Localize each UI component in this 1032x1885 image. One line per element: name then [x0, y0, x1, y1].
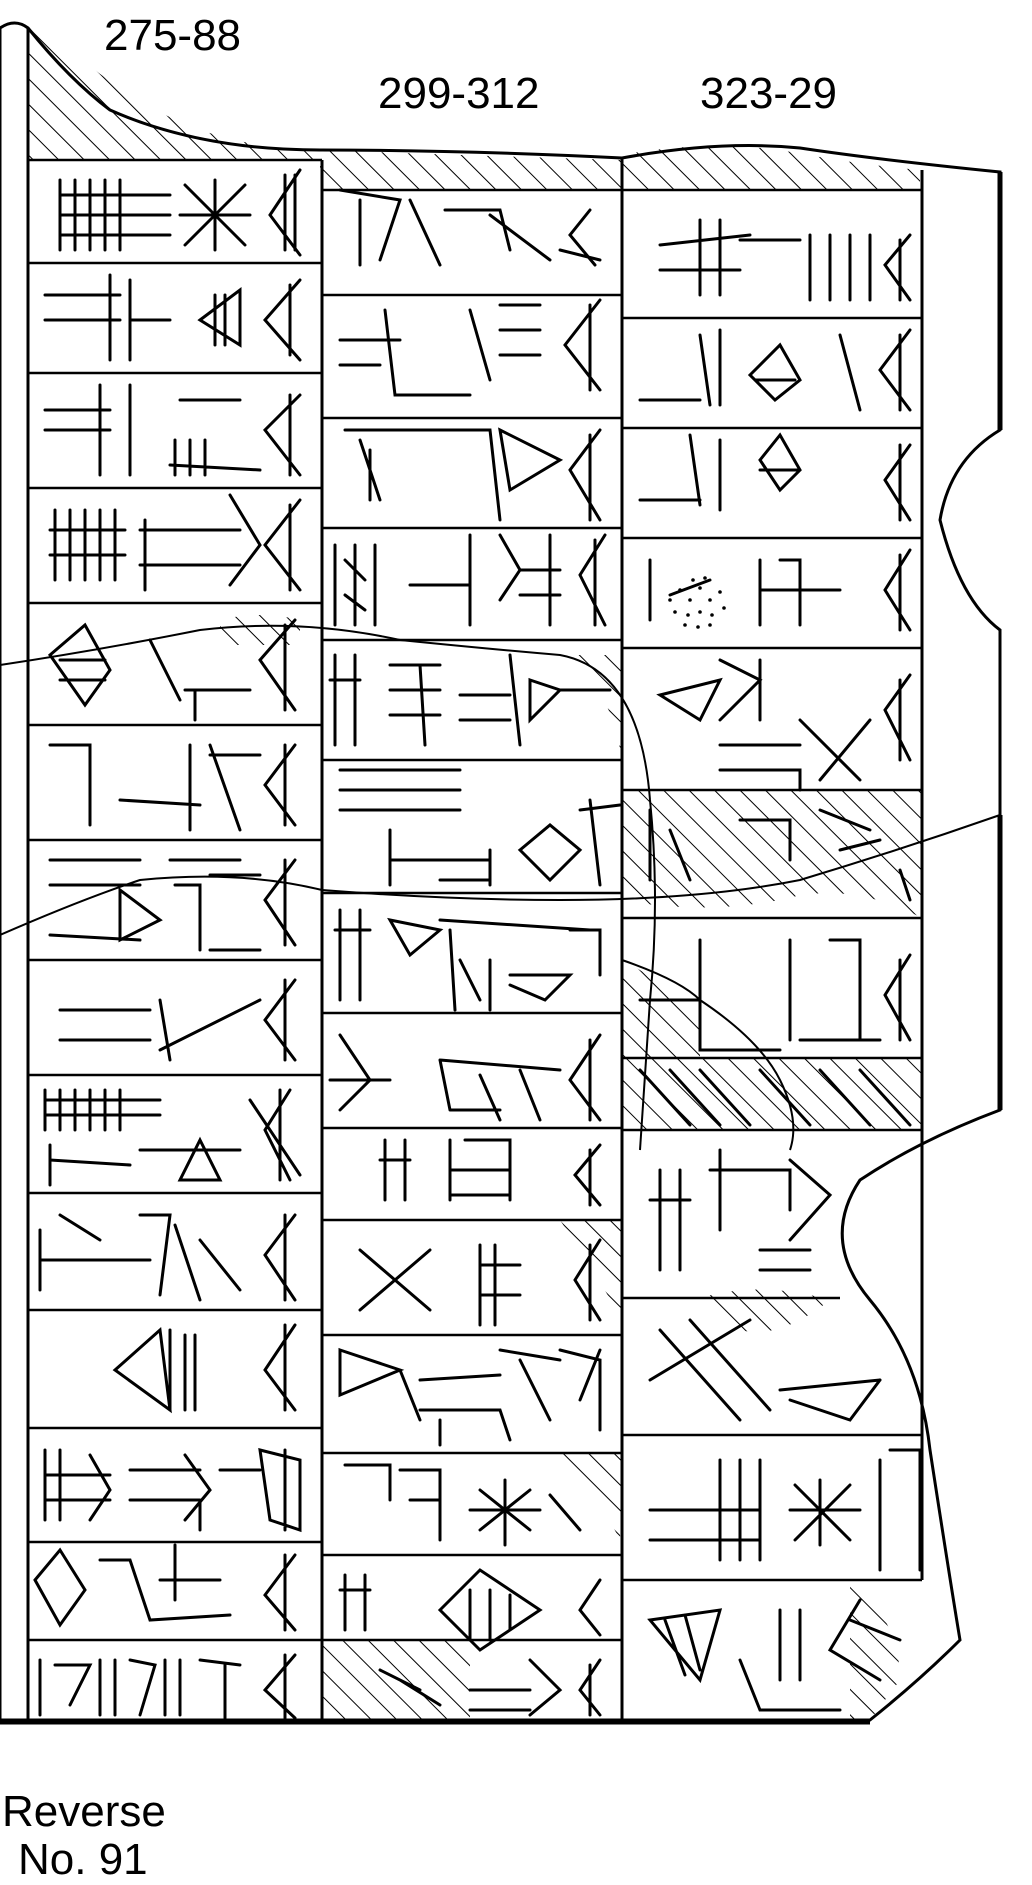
signs-col1-row11 — [112, 1323, 297, 1414]
signs-col3-row11 — [648, 1448, 922, 1572]
signs-col3-row7 — [638, 938, 912, 1052]
cuneiform-tablet-drawing — [0, 21, 1003, 1725]
signs-col1-row4 — [48, 493, 302, 592]
signs-col2-row8 — [328, 1033, 602, 1122]
signs-col2-row11 — [338, 1347, 602, 1447]
signs-col3-row12 — [647, 1598, 902, 1712]
signs-col3-row8 — [638, 1068, 912, 1127]
signs-col1-row2 — [43, 273, 302, 362]
signs-col2-row10 — [358, 1238, 602, 1327]
signs-col2-row5 — [328, 653, 612, 747]
signs-col1-row5 — [47, 618, 297, 722]
signs-col3-row4 — [648, 548, 912, 632]
damaged-zone-col3-c — [622, 960, 700, 1058]
crack-line-upper — [0, 624, 656, 1151]
signs-col1-row3 — [43, 383, 302, 477]
signs-col1-row6 — [48, 743, 297, 832]
signs-col2-row12 — [343, 1463, 582, 1547]
signs-col2-row6 — [338, 768, 622, 887]
signs-col1-row8 — [58, 978, 297, 1062]
signs-col1-row14 — [38, 1653, 297, 1720]
signs-col2-row14 — [378, 1658, 602, 1717]
damaged-zone-col2-d — [560, 1453, 622, 1540]
damaged-zone-col3-bottom — [850, 1580, 900, 1720]
signs-col3-row3 — [638, 432, 912, 522]
signs-col2-row3 — [343, 427, 602, 522]
signs-col1-row9 — [43, 1088, 302, 1187]
signs-col3-row1 — [658, 218, 912, 302]
damaged-area-top — [28, 24, 320, 160]
signs-col3-row2 — [638, 328, 912, 412]
signs-col3-row9 — [648, 1148, 833, 1272]
signs-col2-row4 — [333, 533, 607, 627]
damaged-zone-col2-c — [560, 1220, 622, 1320]
signs-col2-row2 — [338, 298, 602, 397]
signs-col1-row12 — [43, 1448, 302, 1533]
column-1-row-lines — [28, 158, 322, 1642]
caption-number: No. 91 — [18, 1835, 148, 1884]
damaged-zone-col3-b — [622, 1058, 922, 1130]
signs-col1-row10 — [38, 1213, 297, 1302]
signs-col1-row7 — [48, 858, 297, 952]
signs-col2-row1 — [338, 188, 602, 267]
damaged-area-top-right — [622, 146, 920, 190]
column-2-row-lines — [322, 188, 622, 1642]
damaged-area-top-mid — [320, 150, 622, 190]
signs-col2-row9 — [378, 1138, 602, 1207]
column-header-275-88: 275-88 — [104, 11, 242, 60]
erased-dotted-area — [668, 576, 726, 629]
signs-col3-row6 — [648, 808, 912, 902]
damaged-zone-col2-bottom — [322, 1640, 470, 1720]
signs-col3-row10 — [648, 1318, 882, 1422]
signs-col1-row1 — [58, 168, 302, 257]
signs-col1-row13 — [33, 1543, 297, 1632]
damaged-zone-col3-band — [622, 790, 922, 918]
signs-col3-row5 — [656, 658, 912, 792]
column-header-299-312: 299-312 — [378, 69, 540, 118]
cuneiform-signs — [33, 168, 922, 1720]
caption-reverse: Reverse — [2, 1787, 166, 1836]
signs-col2-row7 — [333, 908, 602, 1012]
damaged-zone-col3-d — [700, 1289, 830, 1332]
damaged-zone-col2-a — [560, 655, 622, 760]
column-header-323-29: 323-29 — [700, 69, 838, 118]
signs-col2-row13 — [338, 1568, 602, 1652]
